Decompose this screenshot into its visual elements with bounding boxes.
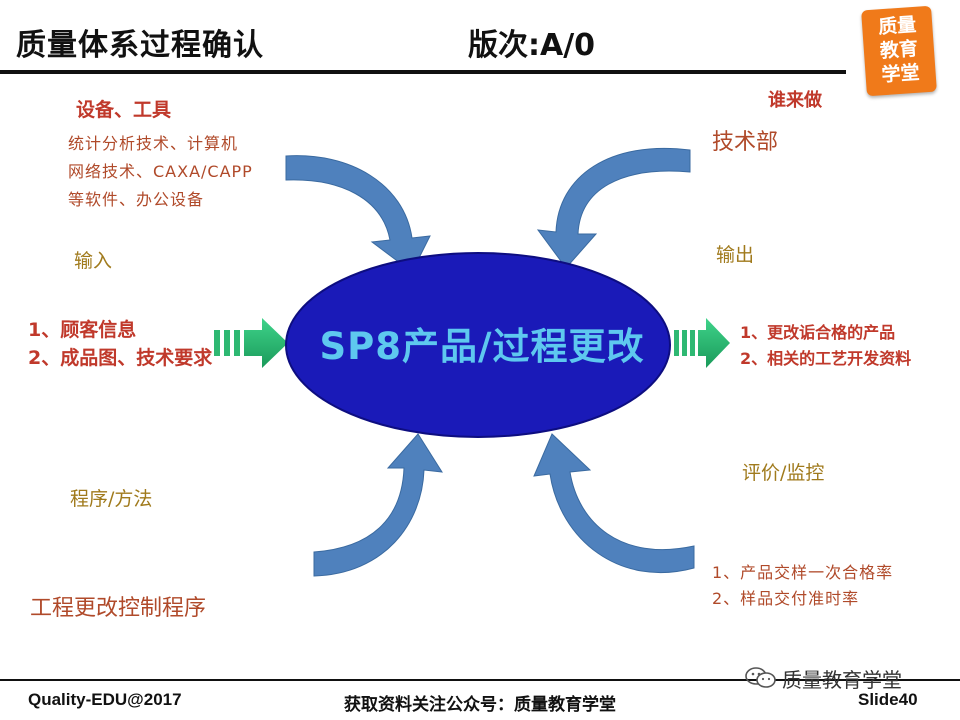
version-label: 版次:A/0 xyxy=(468,28,596,63)
input-item: 2、成品图、技术要求 xyxy=(28,347,213,369)
process-title: SP8产品/过程更改 xyxy=(319,325,645,368)
output-list: 1、更改诟合格的产品 2、相关的工艺开发资料 xyxy=(740,320,911,372)
footer-promo: 获取资料关注公众号：质量教育学堂 xyxy=(344,695,616,715)
equipment-list: 统计分析技术、计算机 网络技术、CAXA/CAPP 等软件、办公设备 xyxy=(68,130,253,214)
input-heading: 输入 xyxy=(74,250,113,272)
procedure-value: 工程更改控制程序 xyxy=(30,596,207,621)
equipment-line: 等软件、办公设备 xyxy=(68,190,205,209)
arrow-input xyxy=(214,318,288,368)
who-value: 技术部 xyxy=(712,130,779,155)
equipment-line: 网络技术、CAXA/CAPP xyxy=(68,162,253,181)
process-ellipse xyxy=(285,252,671,438)
equipment-line: 统计分析技术、计算机 xyxy=(68,134,239,153)
arrow-procedure xyxy=(313,433,443,577)
input-list: 1、顾客信息 2、成品图、技术要求 xyxy=(28,316,212,372)
arrow-evaluation xyxy=(533,433,695,573)
output-item: 1、更改诟合格的产品 xyxy=(740,323,896,342)
header-divider xyxy=(0,70,846,74)
evaluation-item: 2、样品交付准时率 xyxy=(712,589,860,608)
slide-number: Slide40 xyxy=(858,690,918,709)
procedure-heading: 程序/方法 xyxy=(70,488,153,510)
evaluation-heading: 评价/监控 xyxy=(742,462,825,484)
footer-copyright: Quality-EDU@2017 xyxy=(28,690,182,709)
equipment-heading: 设备、工具 xyxy=(76,99,172,121)
input-item: 1、顾客信息 xyxy=(28,319,137,341)
output-item: 2、相关的工艺开发资料 xyxy=(740,349,912,368)
arrow-equipment xyxy=(285,155,431,273)
slide-title: 质量体系过程确认 xyxy=(16,28,264,63)
who-heading: 谁来做 xyxy=(768,90,822,111)
arrow-output xyxy=(674,318,730,368)
footer-divider xyxy=(0,679,960,681)
evaluation-item: 1、产品交样一次合格率 xyxy=(712,563,894,582)
watermark-text: 质量教育学堂 xyxy=(782,668,902,692)
output-heading: 输出 xyxy=(716,244,755,266)
evaluation-list: 1、产品交样一次合格率 2、样品交付准时率 xyxy=(712,560,893,612)
wechat-icon xyxy=(745,667,776,688)
arrow-who xyxy=(536,147,691,269)
